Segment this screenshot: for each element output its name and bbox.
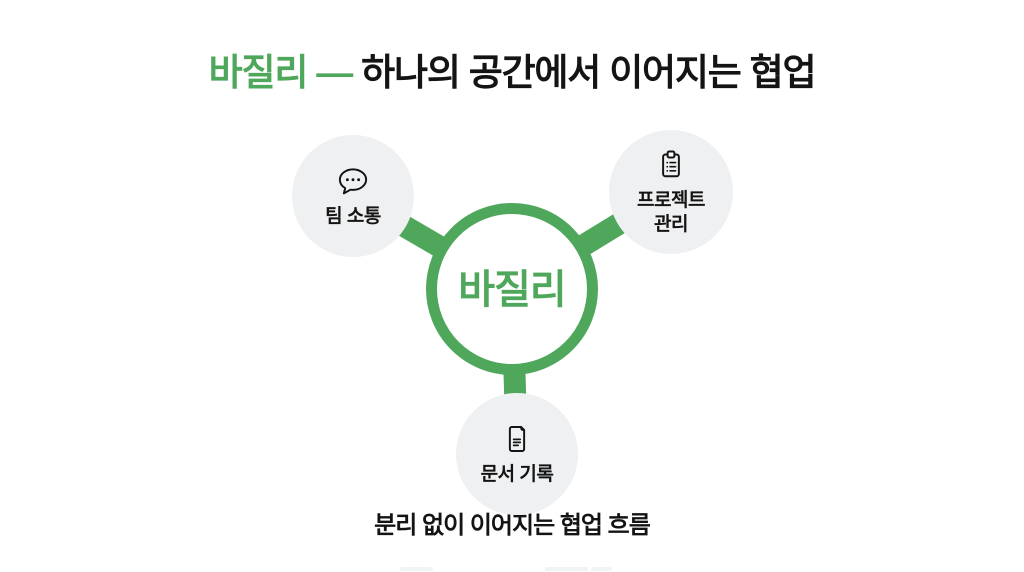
document-icon (508, 426, 526, 453)
page-title-brand: 바질리 — (208, 52, 354, 93)
node-project-management: 프로젝트 관리 (609, 130, 733, 254)
node-team-communication-label: 팀 소통 (325, 206, 381, 228)
node-document-records-label: 문서 기록 (480, 464, 554, 486)
node-team-communication: 팀 소통 (292, 135, 414, 257)
hub-label: 바질리 (458, 268, 566, 312)
page-title: 바질리 — 하나의 공간에서 이어지는 협업 (0, 51, 1024, 95)
node-project-management-label: 프로젝트 관리 (637, 190, 705, 235)
clipboard-icon (662, 150, 680, 178)
bottom-edge-artifact-segment (545, 567, 588, 571)
node-document-records: 문서 기록 (456, 393, 578, 515)
bottom-edge-artifact-segment (400, 567, 433, 571)
bottom-edge-artifact-segment (591, 567, 612, 571)
hub-circle: 바질리 (426, 203, 598, 375)
chat-bubble-icon (338, 168, 368, 195)
slide-caption: 분리 없이 이어지는 협업 흐름 (374, 512, 651, 539)
page-title-rest: 하나의 공간에서 이어지는 협업 (361, 52, 816, 93)
